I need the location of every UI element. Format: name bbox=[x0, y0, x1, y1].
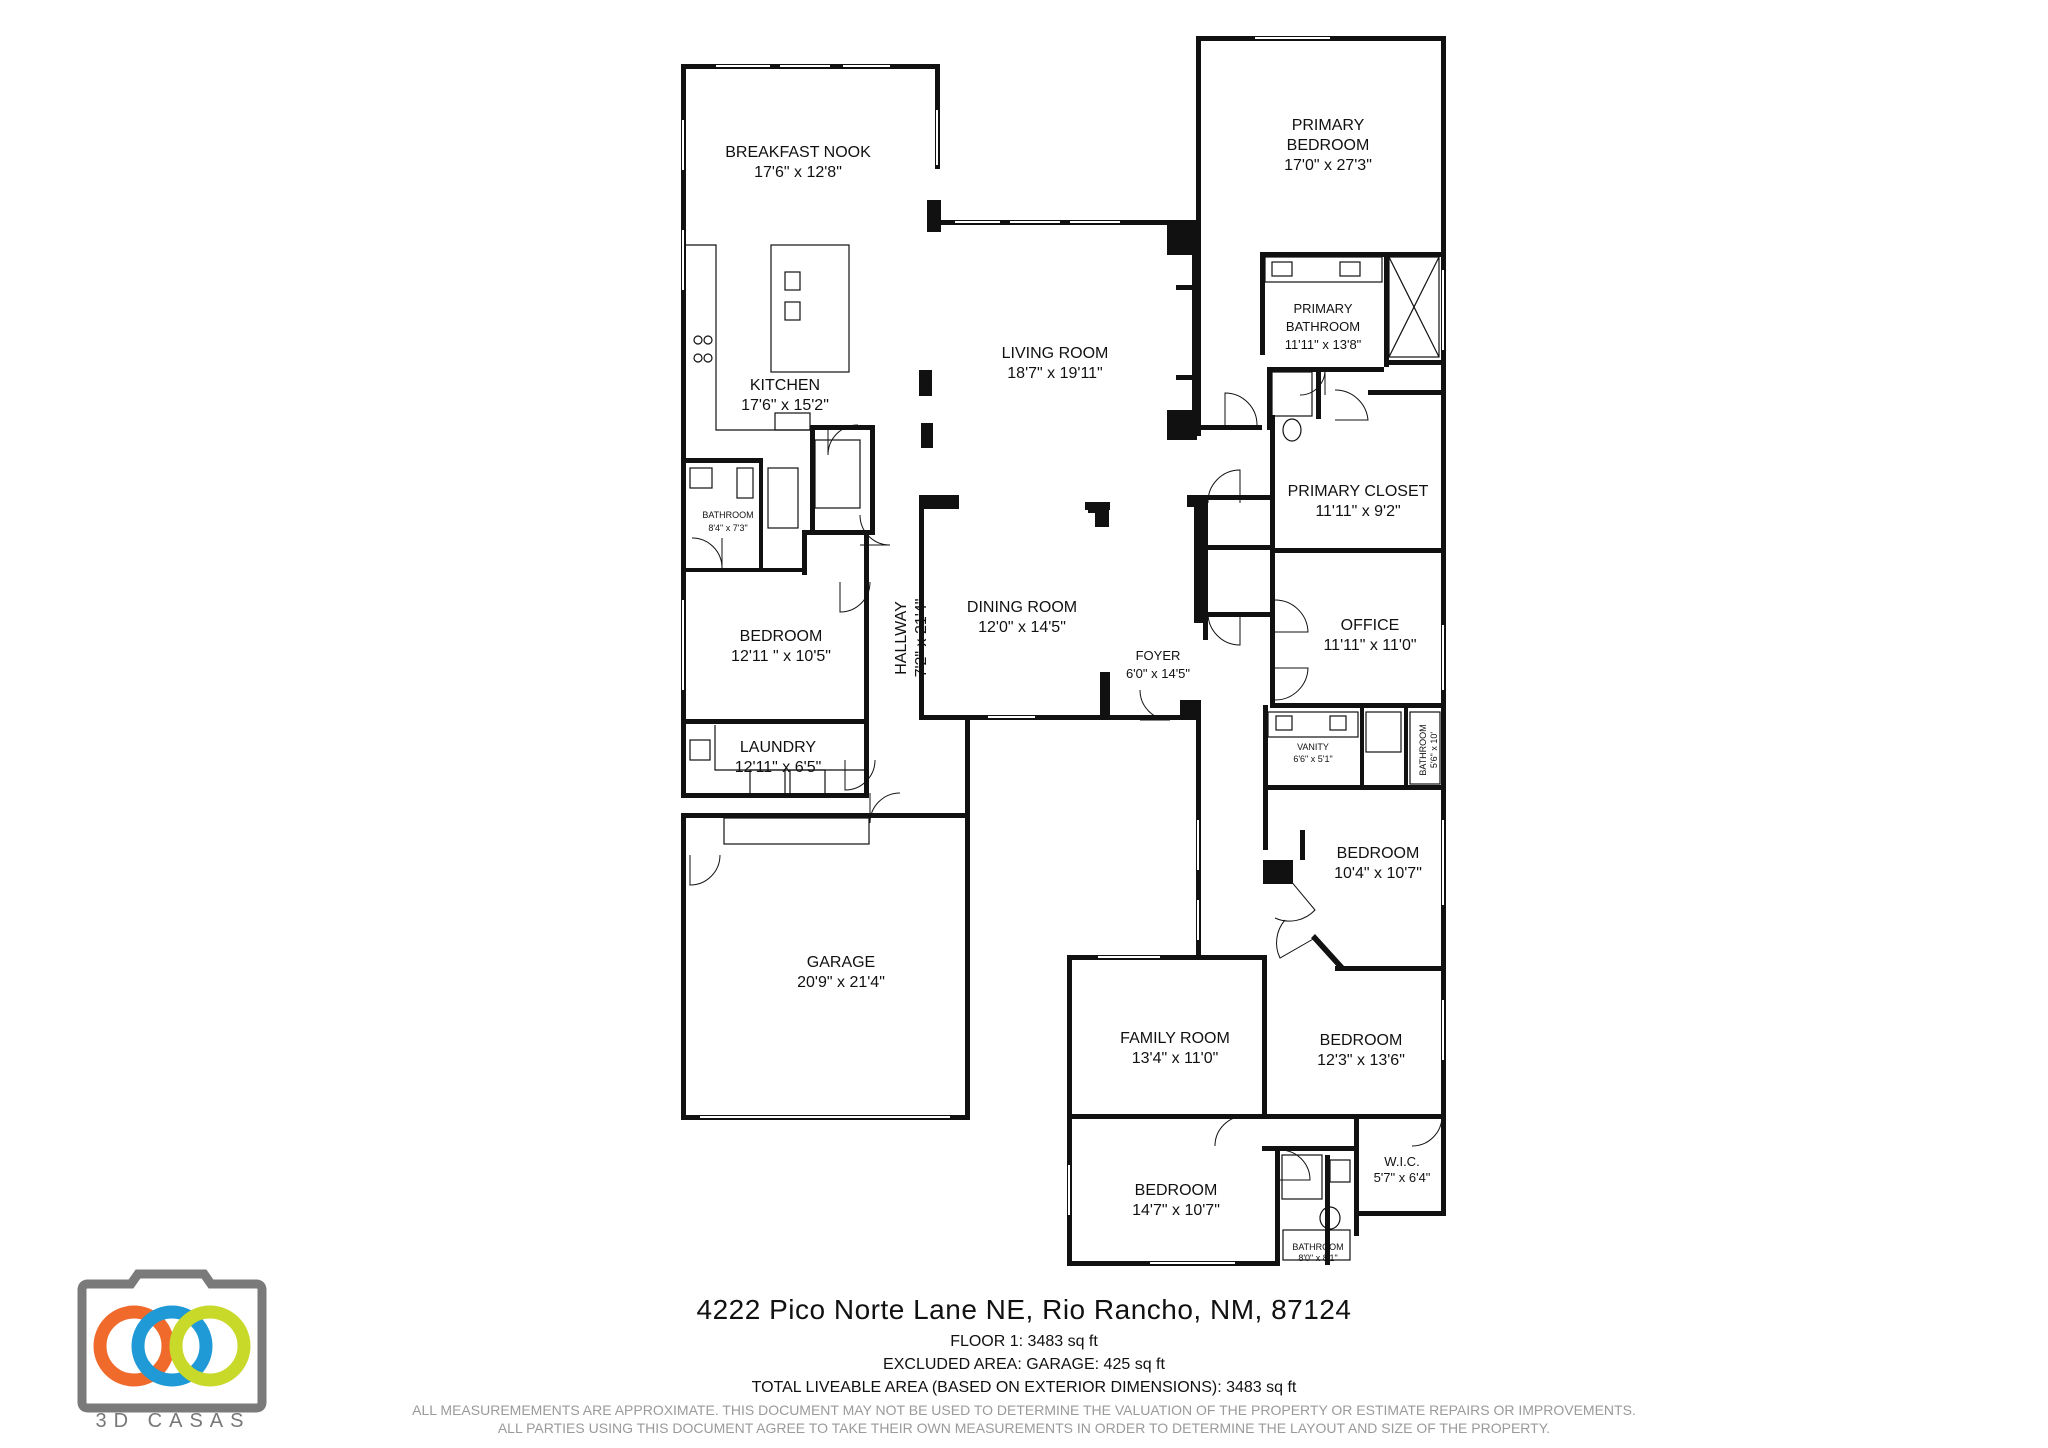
room-name-primary-bathroom-2: BATHROOM bbox=[1286, 319, 1360, 334]
total-liveable-area: TOTAL LIVEABLE AREA (BASED ON EXTERIOR D… bbox=[751, 1379, 1297, 1396]
disclaimer-line-1: ALL MEASUREMEMENTS ARE APPROXIMATE. THIS… bbox=[412, 1402, 1636, 1418]
kitchen-island bbox=[770, 244, 850, 373]
room-dims-wic: 5'7" x 6'4" bbox=[1374, 1170, 1431, 1185]
room-dims-living-room: 18'7" x 19'11" bbox=[1007, 365, 1102, 382]
room-name-kitchen: KITCHEN bbox=[750, 377, 820, 394]
room-dims-family-room: 13'4" x 11'0" bbox=[1132, 1050, 1219, 1067]
room-dims-dining-room: 12'0" x 14'5" bbox=[978, 619, 1066, 636]
room-dims-kitchen: 17'6" x 15'2" bbox=[741, 397, 829, 414]
camera-frame-icon bbox=[77, 1269, 267, 1413]
room-name-breakfast-nook: BREAKFAST NOOK bbox=[725, 144, 871, 161]
room-name-hallway: HALLWAY bbox=[893, 601, 910, 675]
logo-ring-green bbox=[169, 1305, 251, 1387]
logo-ring-blue bbox=[131, 1305, 213, 1387]
room-name-primary-bathroom-1: PRIMARY bbox=[1294, 301, 1353, 316]
doors bbox=[689, 369, 1443, 1181]
room-dims-bathroom-2: 5'6" x 10' bbox=[1429, 732, 1439, 768]
excluded-area: EXCLUDED AREA: GARAGE: 425 sq ft bbox=[883, 1356, 1165, 1373]
room-name-bedroom-3: BEDROOM bbox=[1320, 1032, 1403, 1049]
logo-wordmark: 3D CASAS bbox=[95, 1410, 251, 1432]
company-logo bbox=[77, 1269, 267, 1413]
room-dims-bedroom-4: 14'7" x 10'7" bbox=[1132, 1202, 1220, 1219]
room-dims-primary-bathroom: 11'11" x 13'8" bbox=[1285, 337, 1362, 352]
room-name-primary-closet: PRIMARY CLOSET bbox=[1288, 483, 1429, 500]
room-name-bedroom-1: BEDROOM bbox=[740, 628, 823, 645]
room-dims-office: 11'11" x 11'0" bbox=[1323, 637, 1416, 654]
room-dims-bathroom-3: 8'0" x 8'1" bbox=[1298, 1253, 1337, 1263]
room-dims-primary-bedroom: 17'0" x 27'3" bbox=[1284, 157, 1372, 174]
room-dims-vanity: 6'6" x 5'1" bbox=[1293, 754, 1332, 764]
room-name-vanity: VANITY bbox=[1297, 742, 1329, 752]
room-name-dining-room: DINING ROOM bbox=[967, 599, 1077, 616]
room-name-bedroom-4: BEDROOM bbox=[1135, 1182, 1218, 1199]
room-name-garage: GARAGE bbox=[807, 954, 875, 971]
room-dims-bathroom-1: 8'4" x 7'3" bbox=[708, 523, 747, 533]
room-name-primary-bedroom-1: PRIMARY bbox=[1292, 117, 1365, 134]
room-dims-primary-closet: 11'11" x 9'2" bbox=[1315, 503, 1400, 520]
room-name-family-room: FAMILY ROOM bbox=[1120, 1030, 1230, 1047]
room-name-living-room: LIVING ROOM bbox=[1002, 345, 1109, 362]
windows bbox=[682, 37, 1444, 1264]
property-address: 4222 Pico Norte Lane NE, Rio Rancho, NM,… bbox=[696, 1294, 1352, 1325]
room-dims-garage: 20'9" x 21'4" bbox=[797, 974, 885, 991]
fixtures bbox=[686, 244, 1441, 1261]
room-name-bathroom-3: BATHROOM bbox=[1292, 1242, 1343, 1252]
room-labels: BREAKFAST NOOK 17'6" x 12'8" KITCHEN 17'… bbox=[702, 117, 1439, 1263]
logo-ring-orange bbox=[93, 1305, 175, 1387]
room-dims-bedroom-3: 12'3" x 13'6" bbox=[1317, 1052, 1405, 1069]
disclaimer-line-2: ALL PARTIES USING THIS DOCUMENT AGREE TO… bbox=[497, 1420, 1551, 1436]
room-name-laundry: LAUNDRY bbox=[740, 739, 817, 756]
room-name-bathroom-2: BATHROOM bbox=[1418, 724, 1428, 775]
room-name-wic: W.I.C. bbox=[1384, 1154, 1419, 1169]
room-name-bathroom-1: BATHROOM bbox=[702, 510, 753, 520]
room-dims-foyer: 6'0" x 14'5" bbox=[1126, 666, 1190, 681]
room-name-primary-bedroom-2: BEDROOM bbox=[1287, 137, 1370, 154]
room-name-office: OFFICE bbox=[1341, 617, 1400, 634]
room-dims-bedroom-1: 12'11 " x 10'5" bbox=[731, 648, 831, 665]
room-dims-hallway: 7'2" x 21'4" bbox=[913, 599, 930, 678]
floor-area: FLOOR 1: 3483 sq ft bbox=[950, 1333, 1098, 1350]
room-name-bedroom-2: BEDROOM bbox=[1337, 845, 1420, 862]
room-dims-breakfast-nook: 17'6" x 12'8" bbox=[754, 164, 842, 181]
room-dims-laundry: 12'11" x 6'5" bbox=[735, 759, 822, 776]
room-dims-bedroom-2: 10'4" x 10'7" bbox=[1334, 865, 1422, 882]
room-name-foyer: FOYER bbox=[1136, 648, 1181, 663]
